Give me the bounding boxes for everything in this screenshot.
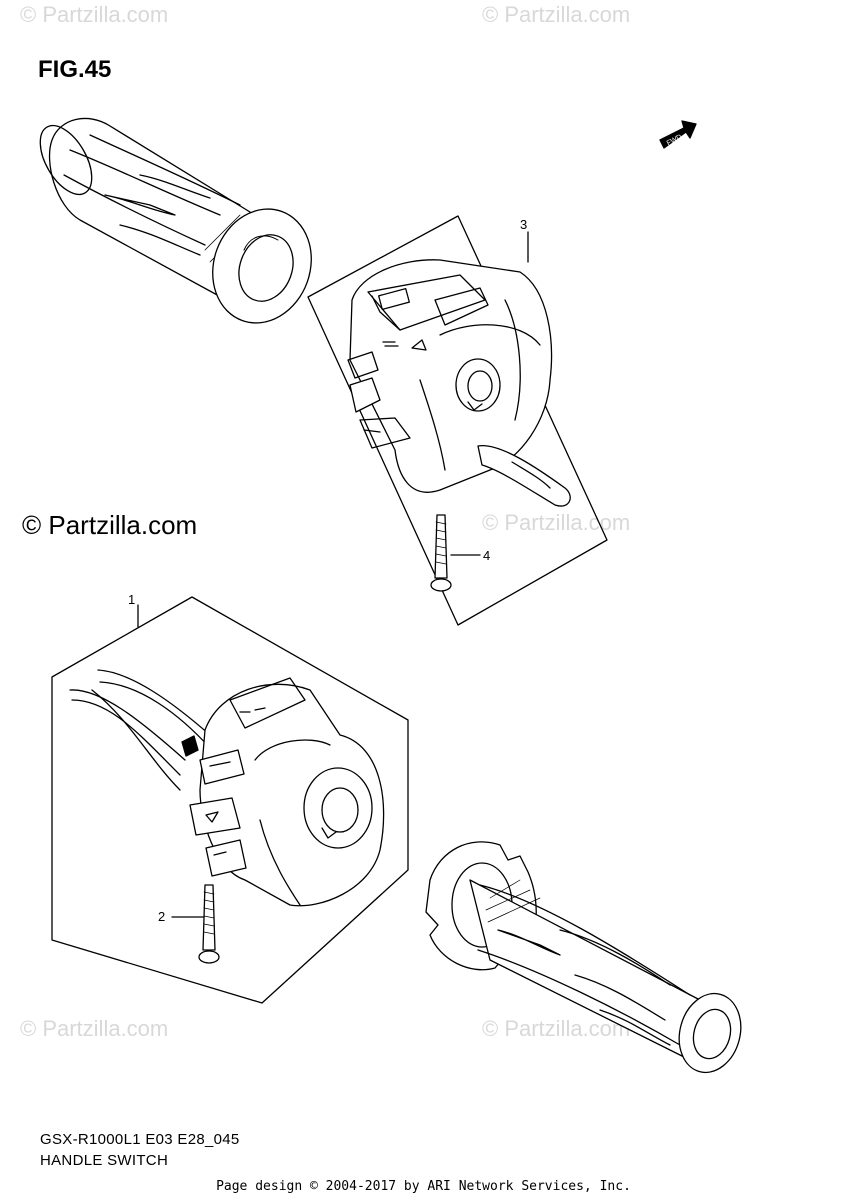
handle-switch-left-group: [51, 596, 409, 1004]
watermark-bottom-left: © Partzilla.com: [20, 1016, 169, 1041]
handle-switch-right-group: [307, 215, 608, 626]
footer-code: GSX-R1000L1 E03 E28_045: [40, 1131, 240, 1148]
watermark-main: © Partzilla.com: [22, 510, 198, 540]
bolt-4-part: [430, 514, 481, 592]
watermark-top-right: © Partzilla.com: [482, 2, 631, 27]
watermark-bottom-right: © Partzilla.com: [482, 1016, 631, 1041]
footer-name: HANDLE SWITCH: [40, 1152, 169, 1169]
fwd-arrow-icon: [659, 120, 697, 149]
figure-title: FIG.45: [38, 56, 112, 83]
bolt-2-part: [171, 884, 220, 964]
watermark-top-left: © Partzilla.com: [20, 2, 169, 27]
grip-top-part: [39, 117, 312, 324]
grip-bottom-part: [425, 841, 742, 1074]
watermark-mid-right: © Partzilla.com: [482, 510, 631, 535]
callout-1: 1: [128, 592, 135, 607]
callout-4: 4: [483, 548, 490, 563]
callout-2: 2: [158, 909, 165, 924]
footer-credit: Page design © 2004-2017 by ARI Network S…: [216, 1179, 631, 1194]
callout-3: 3: [520, 217, 527, 232]
